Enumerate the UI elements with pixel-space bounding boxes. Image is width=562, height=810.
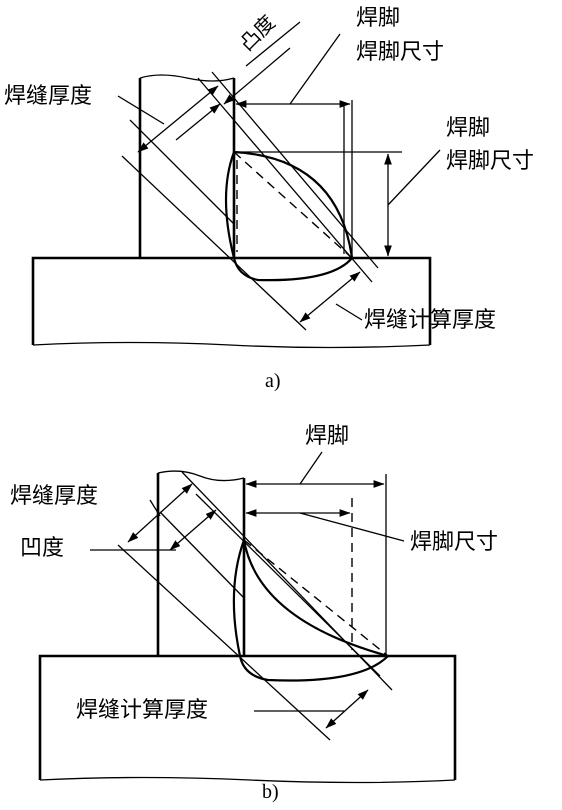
thickness-dim-a2 xyxy=(175,103,221,141)
label-weld-thickness-b: 焊缝厚度 xyxy=(10,484,99,509)
vertical-plate-b xyxy=(156,473,246,656)
label-weld-leg-a1: 焊脚 xyxy=(356,6,401,31)
vertical-plate-b-break xyxy=(157,470,245,482)
thickness-dim-b xyxy=(127,483,193,543)
convexity-underline-a xyxy=(245,21,301,67)
construction-line-a1 xyxy=(121,155,307,331)
label-weld-thickness-a: 焊缝厚度 xyxy=(4,84,93,109)
weld-profile-convex-a xyxy=(224,150,354,282)
leg-leader-a1 xyxy=(289,33,341,105)
weld-triangle-a xyxy=(233,151,353,259)
convexity-dim-a xyxy=(223,47,291,105)
concavity-dim-b xyxy=(169,509,217,551)
weld-triangle-b xyxy=(243,498,389,657)
leg-leader-b xyxy=(299,451,323,485)
label-concavity-b: 凹度 xyxy=(20,536,65,561)
base-plate-b-break xyxy=(39,776,456,784)
calc-thickness-leader-a xyxy=(335,303,363,321)
weld-thickness-leader-b xyxy=(149,499,161,517)
label-calc-thickness-a: 焊缝计算厚度 xyxy=(364,308,497,333)
label-weld-leg-b: 焊脚 xyxy=(305,424,350,449)
figure-b xyxy=(38,451,457,784)
calc-thickness-dim-a xyxy=(299,271,361,323)
base-plate-a-break xyxy=(32,341,431,349)
calc-thickness-dim-b xyxy=(325,689,369,729)
construction-line-b4 xyxy=(159,511,245,599)
thickness-dim-a xyxy=(137,85,219,153)
label-weld-leg-size-a2: 焊脚尺寸 xyxy=(446,149,535,174)
figure-a xyxy=(31,21,441,349)
label-calc-thickness-b: 焊缝计算厚度 xyxy=(76,698,209,723)
label-weld-leg-size-b: 焊脚尺寸 xyxy=(410,530,499,555)
vertical-plate-a-break xyxy=(139,74,235,82)
label-weld-leg-a2: 焊脚 xyxy=(446,116,491,141)
leg-size-leader-b xyxy=(299,512,405,542)
weld-thickness-leader-a xyxy=(117,95,165,125)
label-weld-leg-size-a1: 焊脚尺寸 xyxy=(356,40,445,65)
base-plate-a xyxy=(31,256,432,345)
caption-a: a) xyxy=(265,370,281,392)
weld-profile-concave-b xyxy=(232,539,391,682)
construction-line-b1 xyxy=(117,544,331,741)
vertical-plate-a xyxy=(138,78,236,258)
construction-line-a2 xyxy=(197,77,373,283)
leg-leader-a2 xyxy=(387,149,441,206)
construction-line-b3 xyxy=(195,493,381,677)
caption-b: b) xyxy=(262,781,279,803)
